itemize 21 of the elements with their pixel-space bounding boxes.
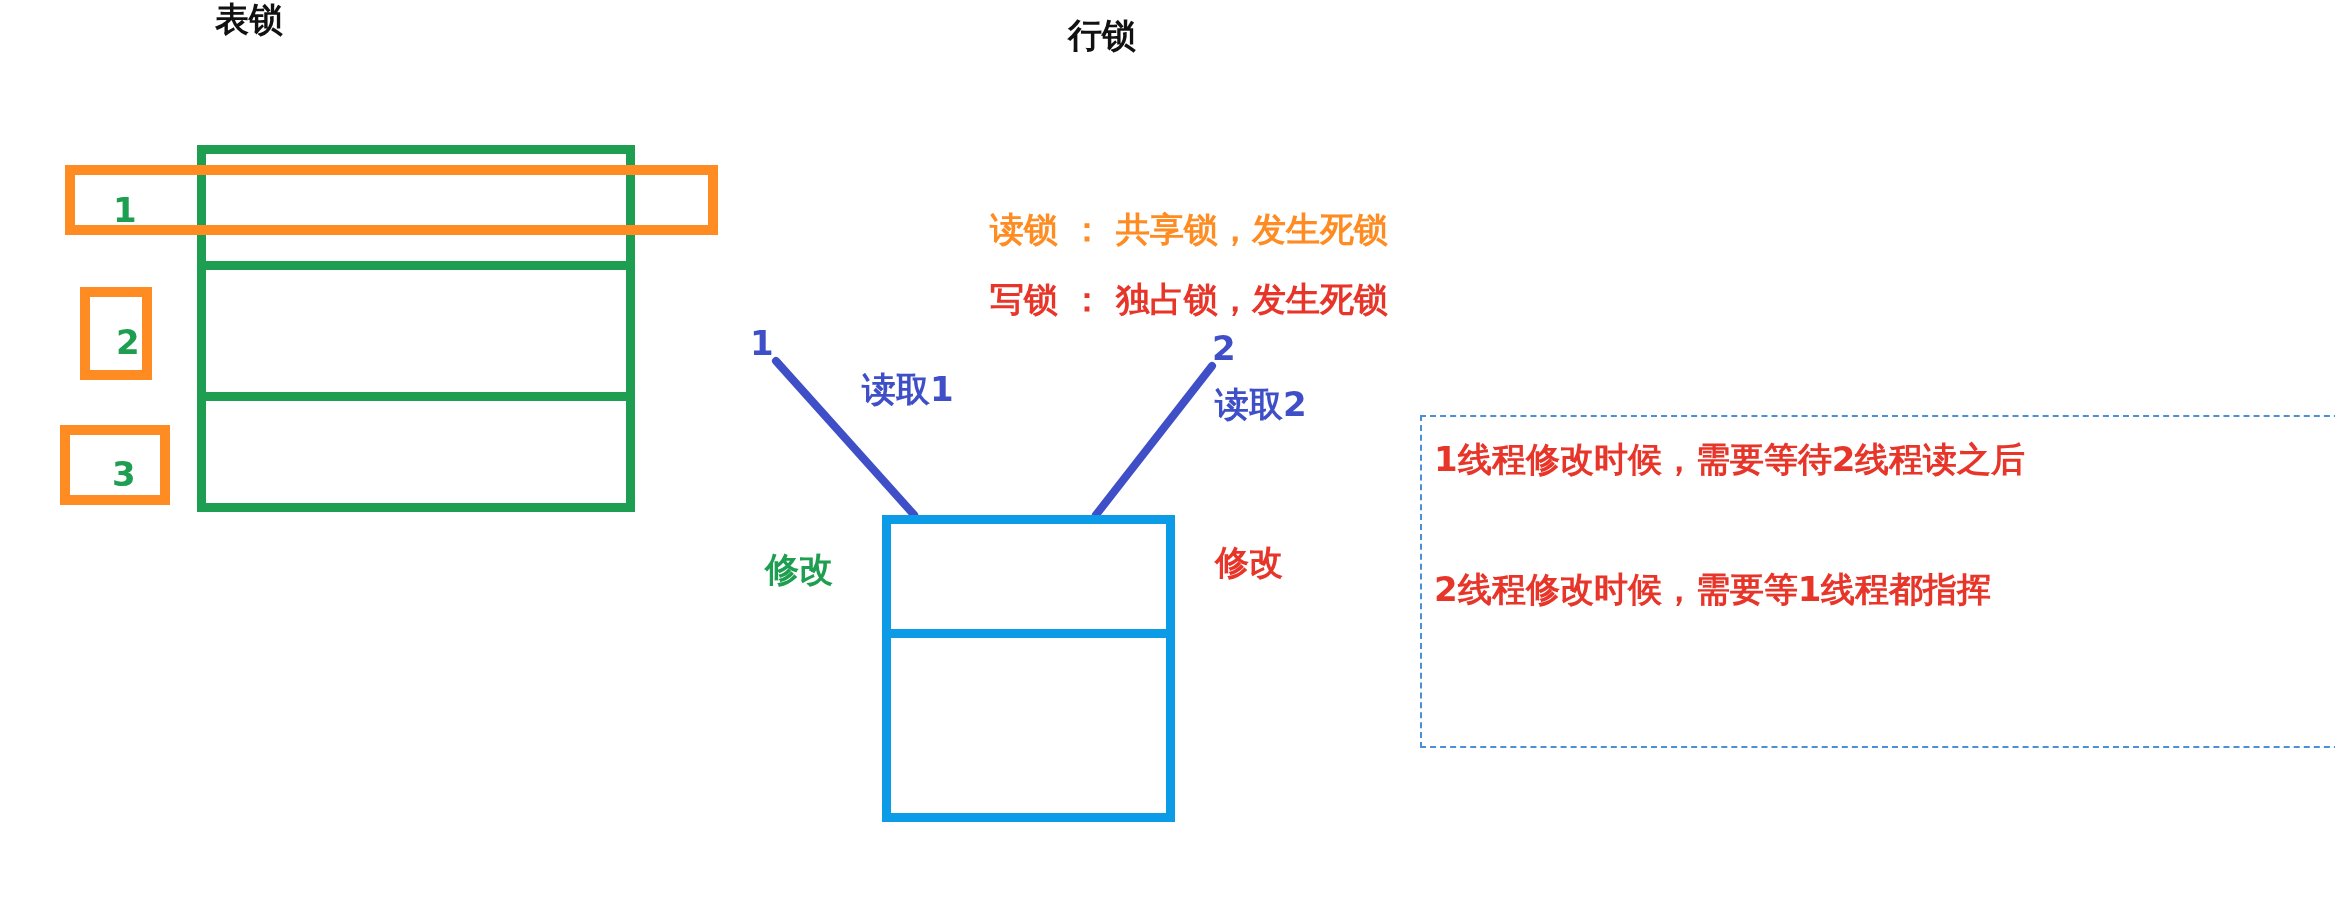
highlight-box [60, 425, 170, 505]
row-number: 2 [116, 325, 140, 359]
note-text: 2线程修改时候，需要等1线程都指挥 [1434, 572, 1992, 606]
note-text: 1线程修改时候，需要等待2线程读之后 [1434, 442, 2026, 476]
edge-label: 读取2 [1215, 387, 1307, 421]
number-label: 2 [1212, 330, 1238, 366]
action-label: 修改 [765, 552, 833, 586]
row-number: 3 [112, 457, 136, 491]
row-number: 1 [113, 193, 137, 227]
highlight-box [80, 287, 152, 380]
lock-definition: 写锁 ： 独占锁，发生死锁 [990, 282, 1388, 316]
action-label: 修改 [1215, 545, 1283, 579]
edge-label: 读取1 [862, 372, 954, 406]
section-heading: 表锁 [215, 2, 283, 36]
table-drawing [197, 145, 635, 512]
number-label: 1 [750, 325, 776, 361]
table-drawing [882, 515, 1175, 822]
highlight-box [65, 165, 718, 235]
text-box [1420, 415, 2335, 748]
section-heading: 行锁 [1068, 18, 1136, 52]
lock-definition: 读锁 ： 共享锁，发生死锁 [990, 212, 1388, 246]
